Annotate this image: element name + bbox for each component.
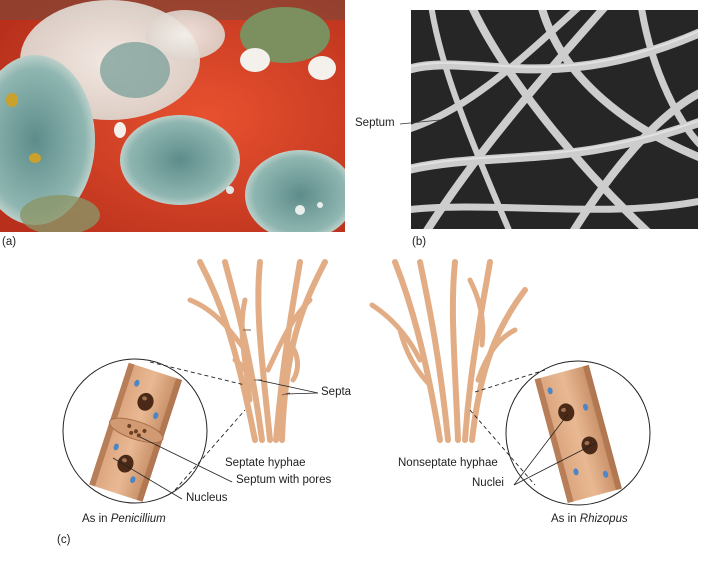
- penicillium-caption: As in Penicillium: [82, 513, 166, 525]
- nuclei-label: Nuclei: [472, 477, 504, 489]
- nonseptate-hyphae-bundle: [369, 259, 528, 443]
- septate-hyphae-bundle: [187, 259, 328, 443]
- nucleus-label: Nucleus: [186, 492, 228, 504]
- mold-photo-art: [0, 0, 345, 232]
- panel-b-tag: (b): [412, 236, 427, 248]
- rhizopus-caption-prefix: As in: [551, 513, 580, 525]
- sem-micrograph: [411, 10, 698, 229]
- septum-label: Septum: [355, 117, 395, 129]
- septate-cell-segment: [89, 362, 183, 502]
- septate-hyphae-title: Septate hyphae: [225, 457, 306, 469]
- nonseptate-hyphae-title: Nonseptate hyphae: [398, 457, 498, 469]
- septa-label: Septa: [321, 386, 352, 398]
- mold-photo: [0, 0, 345, 232]
- rhizopus-genus: Rhizopus: [579, 513, 628, 525]
- panel-a-tag: (a): [2, 236, 17, 248]
- panel-c-tag: (c): [57, 534, 71, 546]
- rhizopus-caption: As in Rhizopus: [551, 513, 628, 525]
- nonseptate-cell-segment: [534, 364, 622, 504]
- penicillium-genus: Penicillium: [110, 513, 166, 525]
- penicillium-caption-prefix: As in: [82, 513, 111, 525]
- septum-with-pores-label: Septum with pores: [236, 474, 332, 486]
- sem-hyphae-art: [411, 10, 698, 229]
